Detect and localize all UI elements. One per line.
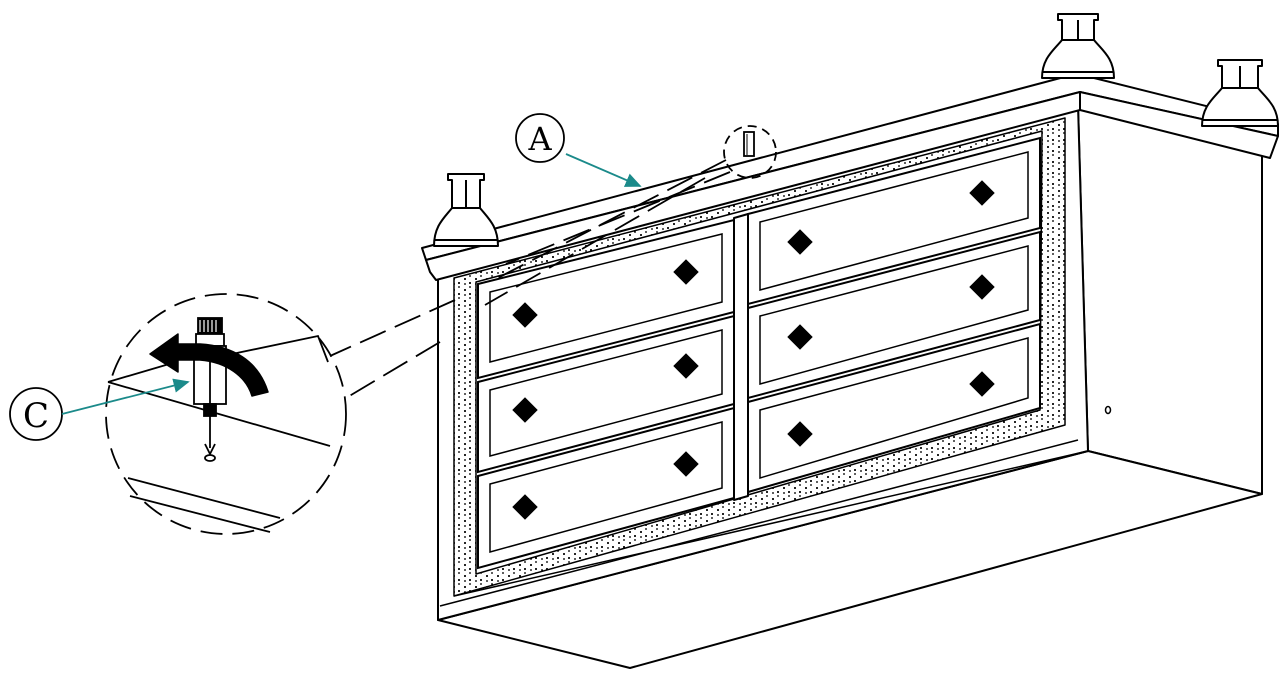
peg-icon xyxy=(743,131,755,157)
drawer-knob xyxy=(787,421,813,447)
drawer-knob xyxy=(512,397,538,423)
callout-a-letter: A xyxy=(527,120,552,158)
finials xyxy=(433,13,1279,247)
drawers xyxy=(477,136,1041,570)
top-molding-lower xyxy=(425,91,1279,281)
leveling-screw-icon xyxy=(193,317,227,462)
drawer-knob xyxy=(969,371,995,397)
dresser-side-panel xyxy=(1077,104,1263,495)
drawer-knob xyxy=(673,353,699,379)
finial-front-left xyxy=(433,173,499,247)
keyhole xyxy=(1104,405,1112,415)
drawer-knob xyxy=(969,274,995,300)
leader-line-c xyxy=(61,378,190,415)
callout-a: A xyxy=(515,113,642,187)
drawer-knob xyxy=(787,229,813,255)
drawer-right-top xyxy=(747,136,1041,306)
detail-magnifier xyxy=(105,293,347,535)
front-trim-border xyxy=(453,117,1066,597)
curved-arrow-icon xyxy=(149,333,269,397)
drawer-knob xyxy=(673,259,699,285)
drawer-knob xyxy=(673,451,699,477)
drawer-right-bottom xyxy=(747,322,1041,494)
drawer-left-bottom xyxy=(477,406,735,570)
drawer-knob xyxy=(969,180,995,206)
drawer-knob xyxy=(787,324,813,350)
drawer-knob xyxy=(512,302,538,328)
extension-lines xyxy=(329,159,731,399)
callout-c: C xyxy=(9,378,190,441)
drawer-center-divider xyxy=(733,213,749,501)
drawer-knob xyxy=(512,494,538,520)
finial-back-right xyxy=(1201,59,1279,127)
drawer-right-middle xyxy=(747,230,1041,400)
finial-back-center xyxy=(1041,13,1115,79)
callout-c-letter: C xyxy=(23,396,49,436)
drawer-left-middle xyxy=(477,314,735,474)
top-detail-circle xyxy=(723,125,777,179)
leader-line-a xyxy=(565,153,642,187)
drawer-left-top xyxy=(477,218,735,380)
